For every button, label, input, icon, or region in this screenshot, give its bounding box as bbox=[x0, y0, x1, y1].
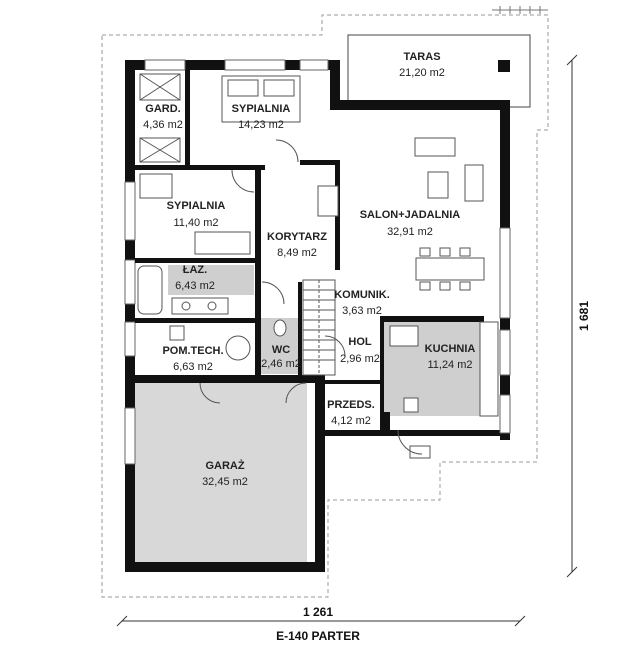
room-name-komunik: KOMUNIK. bbox=[334, 289, 390, 301]
room-name-kuchnia: KUCHNIA bbox=[425, 343, 476, 355]
windows bbox=[124, 59, 511, 465]
room-area-garaz: 32,45 m2 bbox=[202, 476, 248, 488]
room-name-sypialnia-1: SYPIALNIA bbox=[232, 103, 291, 115]
bathroom-floor bbox=[168, 265, 254, 295]
room-area-sypialnia-1: 14,23 m2 bbox=[238, 119, 284, 131]
width-dimension-label: 1 261 bbox=[303, 605, 333, 619]
terrace bbox=[347, 6, 548, 108]
room-area-kuchnia: 11,24 m2 bbox=[427, 359, 472, 371]
room-name-taras: TARAS bbox=[403, 51, 440, 63]
room-area-wc: 2,46 m2 bbox=[261, 358, 301, 370]
room-name-pomtech: POM.TECH. bbox=[162, 345, 223, 357]
room-area-gard: 4,36 m2 bbox=[143, 119, 183, 131]
staircase bbox=[302, 279, 336, 376]
room-name-salon: SALON+JADALNIA bbox=[360, 209, 461, 221]
plan-caption: E-140 PARTER bbox=[276, 629, 360, 643]
furniture bbox=[137, 73, 499, 459]
room-area-laz: 6,43 m2 bbox=[175, 280, 215, 292]
depth-dimension-label: 1 681 bbox=[577, 301, 591, 331]
room-name-sypialnia-2: SYPIALNIA bbox=[167, 200, 226, 212]
depth-dimension bbox=[566, 54, 578, 578]
width-dimension bbox=[116, 615, 526, 627]
room-area-salon: 32,91 m2 bbox=[387, 226, 433, 238]
room-labels: TARAS 21,20 m2 GARD. 4,36 m2 SYPIALNIA 1… bbox=[143, 51, 475, 488]
room-name-korytarz: KORYTARZ bbox=[267, 231, 327, 243]
garage-floor bbox=[135, 383, 307, 563]
doors bbox=[199, 139, 423, 455]
room-area-taras: 21,20 m2 bbox=[399, 67, 445, 79]
room-area-komunik: 3,63 m2 bbox=[342, 305, 382, 317]
room-name-laz: ŁAZ. bbox=[183, 264, 207, 276]
room-name-hol: HOL bbox=[348, 336, 372, 348]
room-area-sypialnia-2: 11,40 m2 bbox=[173, 217, 218, 229]
room-name-przeds: PRZEDS. bbox=[327, 399, 375, 411]
room-name-garaz: GARAŻ bbox=[205, 459, 244, 472]
room-name-wc: WC bbox=[272, 344, 290, 356]
room-area-przeds: 4,12 m2 bbox=[331, 415, 371, 427]
room-area-pomtech: 6,63 m2 bbox=[173, 361, 213, 373]
roof-outline bbox=[101, 14, 549, 598]
room-area-korytarz: 8,49 m2 bbox=[277, 247, 317, 259]
room-area-hol: 2,96 m2 bbox=[340, 353, 380, 365]
room-name-gard: GARD. bbox=[145, 103, 180, 115]
